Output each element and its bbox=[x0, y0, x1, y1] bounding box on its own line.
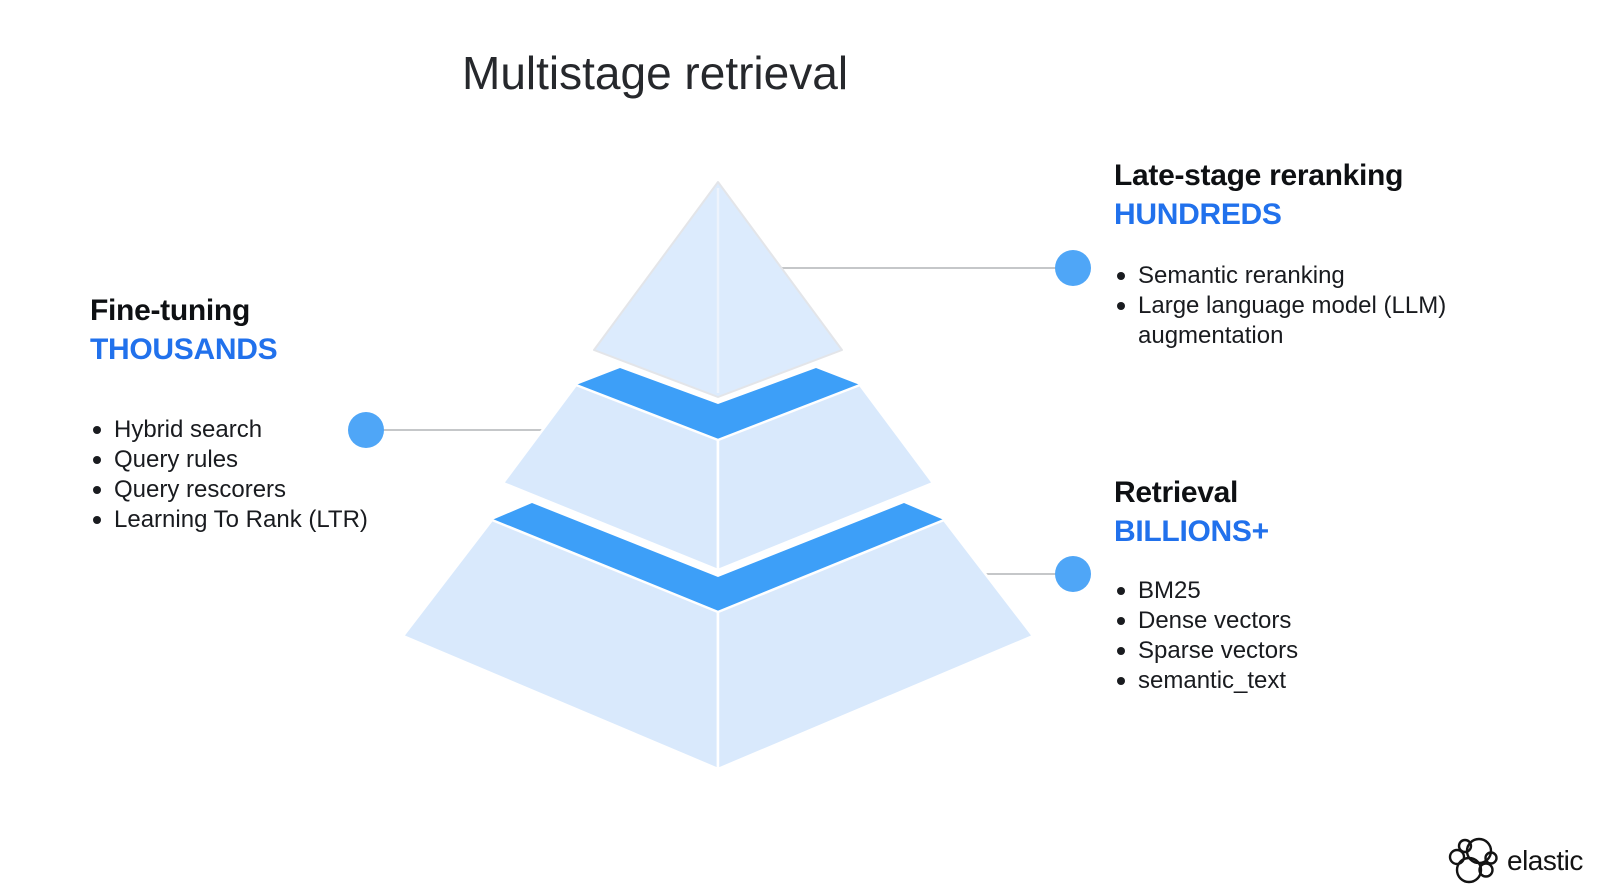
bullet-item: semantic_text bbox=[1114, 666, 1298, 696]
pyramid-bottom-tier-left-face bbox=[401, 518, 720, 771]
connector-dot-retrieval bbox=[1055, 556, 1091, 592]
callout-heading: Late-stage reranking bbox=[1114, 159, 1404, 192]
elastic-logo-text: elastic bbox=[1507, 845, 1583, 876]
bullet-item: Hybrid search bbox=[90, 415, 368, 445]
callout-scale: THOUSANDS bbox=[90, 333, 278, 366]
bullet-item: Dense vectors bbox=[1114, 606, 1298, 636]
callout-late-stage-reranking: Late-stage reranking HUNDREDS Semantic r… bbox=[1114, 156, 1459, 351]
bullet-item: Sparse vectors bbox=[1114, 636, 1298, 666]
bullet-item: Semantic reranking bbox=[1114, 261, 1459, 291]
bullet-item: Learning To Rank (LTR) bbox=[90, 505, 368, 535]
pyramid-middle-tier-right-face bbox=[716, 383, 935, 572]
pyramid-bottom-tier-top-face bbox=[492, 503, 944, 612]
elastic-logo-icon bbox=[1448, 837, 1498, 884]
callout-scale: HUNDREDS bbox=[1114, 198, 1282, 231]
pyramid-bottom-tier-right-face bbox=[716, 518, 1035, 771]
bullet-item: Large language model (LLM) augmentation bbox=[1114, 291, 1459, 351]
callout-bullet-list: Semantic reranking Large language model … bbox=[1114, 261, 1459, 351]
pyramid-middle-tier-top-face bbox=[576, 368, 860, 440]
callout-scale: BILLIONS+ bbox=[1114, 515, 1269, 548]
callout-heading: Retrieval bbox=[1114, 476, 1239, 509]
bullet-item: Query rules bbox=[90, 445, 368, 475]
connector-dot-late-stage bbox=[1055, 250, 1091, 286]
bullet-item: BM25 bbox=[1114, 576, 1298, 606]
elastic-logo: elastic bbox=[1448, 836, 1583, 886]
connector-dot-fine-tuning bbox=[348, 412, 384, 448]
diagram-title: Multistage retrieval bbox=[462, 47, 849, 99]
bullet-item: Query rescorers bbox=[90, 475, 368, 505]
callout-fine-tuning: Fine-tuning THOUSANDS Hybrid search Quer… bbox=[90, 291, 368, 535]
callout-bullet-list: BM25 Dense vectors Sparse vectors semant… bbox=[1114, 576, 1298, 696]
callout-bullet-list: Hybrid search Query rules Query rescorer… bbox=[90, 415, 368, 535]
callout-retrieval: Retrieval BILLIONS+ BM25 Dense vectors S… bbox=[1114, 473, 1298, 696]
callout-heading: Fine-tuning bbox=[90, 294, 250, 327]
